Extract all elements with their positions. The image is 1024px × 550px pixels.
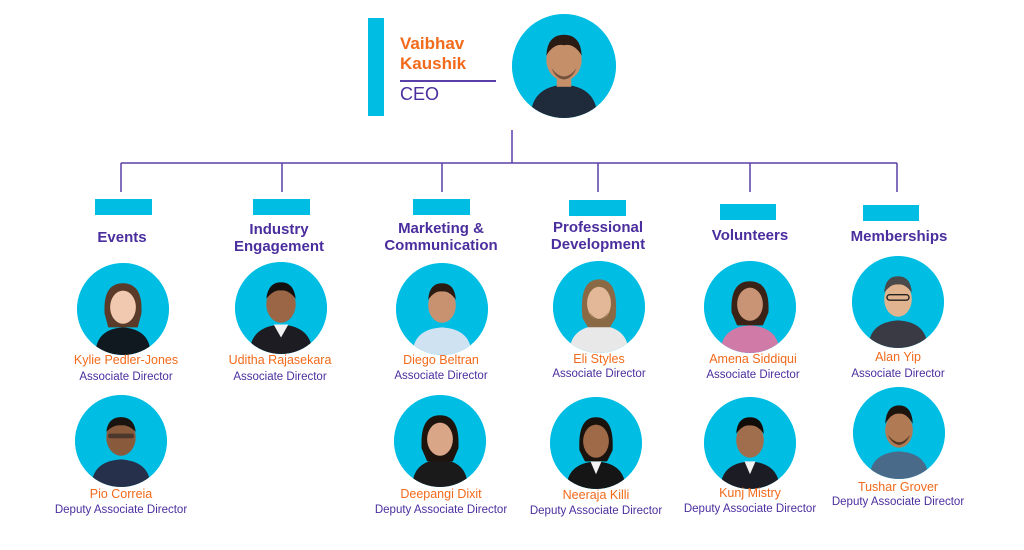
- avatar: [553, 261, 645, 353]
- person-name: Alan Yip: [875, 350, 921, 364]
- person-name: Diego Beltran: [403, 353, 479, 367]
- avatar: [77, 263, 169, 355]
- ceo-divider: [400, 80, 496, 82]
- person-name: Amena Siddiqui: [709, 352, 797, 366]
- avatar: [550, 397, 642, 489]
- avatar: [853, 387, 945, 479]
- dept-title-industry-engagement: Industry Engagement: [233, 221, 324, 255]
- dept-bar-professional-development: [569, 200, 626, 216]
- avatar: [75, 395, 167, 487]
- person-name: Kylie Pedler-Jones: [73, 353, 179, 367]
- person-name: Pio Correia: [89, 487, 153, 501]
- person-role: Associate Director: [79, 371, 173, 383]
- dept-bar-marketing-communication: [413, 199, 470, 215]
- person-role: Deputy Associate Director: [683, 503, 817, 515]
- person-role: Deputy Associate Director: [54, 504, 188, 516]
- person-name: Tushar Grover: [857, 480, 939, 494]
- dept-title-professional-development: Professional Development: [550, 219, 646, 253]
- person-name: Uditha Rajasekara: [228, 353, 332, 367]
- person-role: Associate Director: [706, 369, 800, 381]
- dept-bar-industry-engagement: [253, 199, 310, 215]
- ceo-avatar-icon: [512, 14, 616, 118]
- person-name: Kunj Mistry: [719, 486, 781, 500]
- avatar: [852, 256, 944, 348]
- avatar: [704, 261, 796, 353]
- ceo-accent-bar: [368, 18, 384, 116]
- dept-bar-memberships: [863, 205, 919, 221]
- dept-title-events: Events: [97, 229, 147, 246]
- person-name: Deepangi Dixit: [400, 487, 482, 501]
- person-name: Eli Styles: [573, 352, 625, 366]
- person-role: Deputy Associate Director: [831, 496, 965, 508]
- avatar: [396, 263, 488, 355]
- person-role: Deputy Associate Director: [529, 505, 663, 517]
- person-role: Associate Director: [552, 368, 646, 380]
- ceo-photo: [512, 14, 616, 118]
- dept-title-marketing-communication: Marketing & Communication: [384, 220, 498, 254]
- person-name: Neeraja Killi: [562, 488, 630, 502]
- dept-bar-events: [95, 199, 152, 215]
- dept-title-memberships: Memberships: [850, 228, 948, 245]
- ceo-name: Vaibhav Kaushik: [400, 34, 467, 73]
- avatar: [394, 395, 486, 487]
- person-role: Associate Director: [233, 371, 327, 383]
- person-role: Associate Director: [851, 368, 945, 380]
- dept-title-volunteers: Volunteers: [711, 227, 789, 244]
- avatar: [235, 262, 327, 354]
- dept-bar-volunteers: [720, 204, 776, 220]
- avatar: [704, 397, 796, 489]
- ceo-title: CEO: [400, 84, 440, 104]
- person-role: Associate Director: [394, 370, 488, 382]
- person-role: Deputy Associate Director: [374, 504, 508, 516]
